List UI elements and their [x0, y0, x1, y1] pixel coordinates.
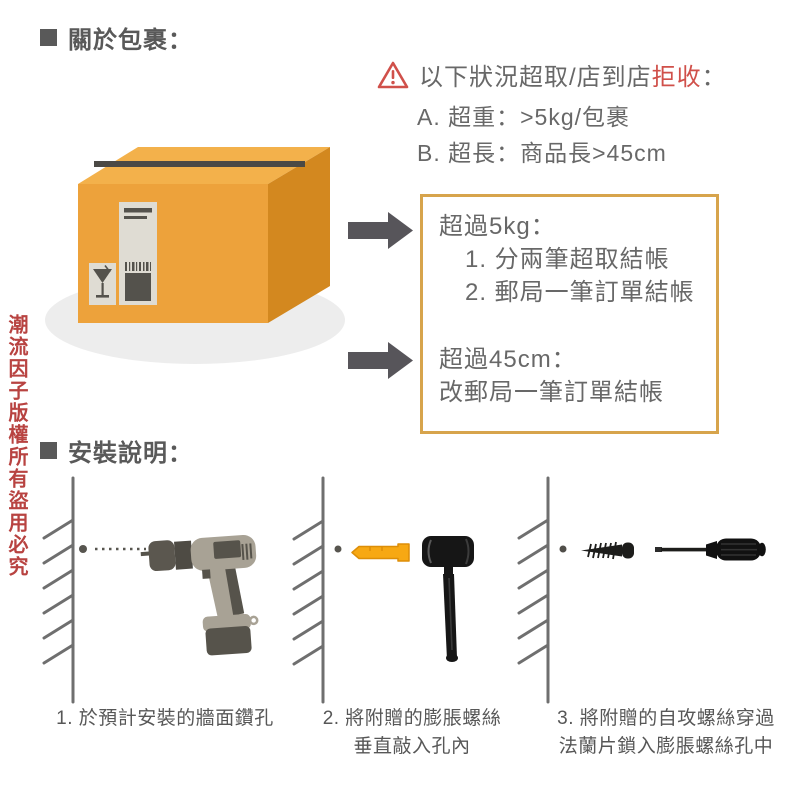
rule-item: 改郵局一筆訂單結帳: [439, 379, 664, 406]
shipping-rules-box: 超過5kg： 1. 分兩筆超取結帳 2. 郵局一筆訂單結帳 超過45cm： 改郵…: [420, 194, 719, 434]
caption-line: 法蘭片鎖入膨脹螺絲孔中: [558, 736, 774, 757]
warning-title-highlight: 拒收: [651, 64, 702, 91]
section-title-install: 安裝說明：: [40, 433, 193, 468]
wall: [292, 476, 325, 704]
copyright-watermark: 潮流因子版權所有盜用必究: [5, 314, 27, 578]
screwdriver-icon: [655, 538, 766, 561]
step3-illustration: [517, 476, 766, 704]
section-title-package: 關於包裹：: [40, 20, 193, 55]
caption-line: 1. 於預計安裝的牆面鑽孔: [56, 708, 274, 729]
square-bullet-icon: [40, 442, 57, 459]
step2-illustration: [292, 476, 474, 704]
warning-title-prefix: 以下狀況超取/店到店: [419, 64, 652, 91]
caption-line: 垂直敲入孔內: [353, 736, 471, 757]
wall-hole-dot: [334, 545, 342, 553]
caption-line: 2. 將附贈的膨脹螺絲: [322, 708, 502, 729]
step1-caption: 1. 於預計安裝的牆面鑽孔: [28, 705, 302, 733]
carton-tape: [94, 161, 305, 167]
warning-item-b: B. 超長：商品長>45cm: [417, 140, 667, 166]
rule-section-overlength: 超過45cm： 改郵局一筆訂單結帳: [439, 343, 708, 409]
warning-triangle-icon: [377, 61, 409, 88]
package-box-illustration: [45, 147, 345, 364]
step2-caption: 2. 將附贈的膨脹螺絲 垂直敲入孔內: [299, 705, 525, 761]
screw-icon: [581, 541, 634, 560]
step3-caption: 3. 將附贈的自攻螺絲穿過 法蘭片鎖入膨脹螺絲孔中: [532, 705, 800, 761]
rule-title: 超過45cm：: [439, 346, 577, 373]
wall: [42, 476, 75, 704]
warning-title-text: 以下狀況超取/店到店拒收：: [419, 57, 727, 92]
square-bullet-icon: [40, 29, 57, 46]
step1-illustration: [42, 476, 259, 704]
rule-item: 1. 分兩筆超取結帳: [465, 246, 670, 273]
arrow-right-icon: [348, 342, 413, 379]
carton-right-face: [268, 147, 330, 323]
warning-item-a: A. 超重：>5kg/包裹: [417, 104, 631, 130]
shipping-label: [119, 202, 157, 305]
rule-title: 超過5kg：: [439, 213, 556, 240]
wall-hole-dot: [559, 545, 567, 553]
drill-hole-dot: [79, 545, 87, 553]
carton-top-face: [78, 147, 330, 184]
warning-title-suffix: ：: [701, 64, 727, 91]
box-shadow: [45, 276, 345, 364]
wall-anchor-icon: [351, 543, 410, 562]
arrow-right-icon: [348, 212, 413, 249]
fragile-label: [89, 263, 116, 305]
rule-section-overweight: 超過5kg： 1. 分兩筆超取結帳 2. 郵局一筆訂單結帳: [439, 210, 708, 309]
carton-front-face: [78, 184, 268, 323]
mallet-icon: [422, 536, 474, 662]
section-title-label: 關於包裹：: [68, 27, 193, 54]
warning-title-row: 以下狀況超取/店到店拒收：: [376, 57, 727, 92]
drill-icon: [140, 534, 259, 656]
rule-item: 2. 郵局一筆訂單結帳: [465, 279, 695, 306]
caption-line: 3. 將附贈的自攻螺絲穿過: [557, 708, 775, 729]
wall: [517, 476, 550, 704]
section-title-label: 安裝說明：: [68, 440, 193, 467]
warning-items: A. 超重：>5kg/包裹 B. 超長：商品長>45cm: [417, 99, 667, 171]
